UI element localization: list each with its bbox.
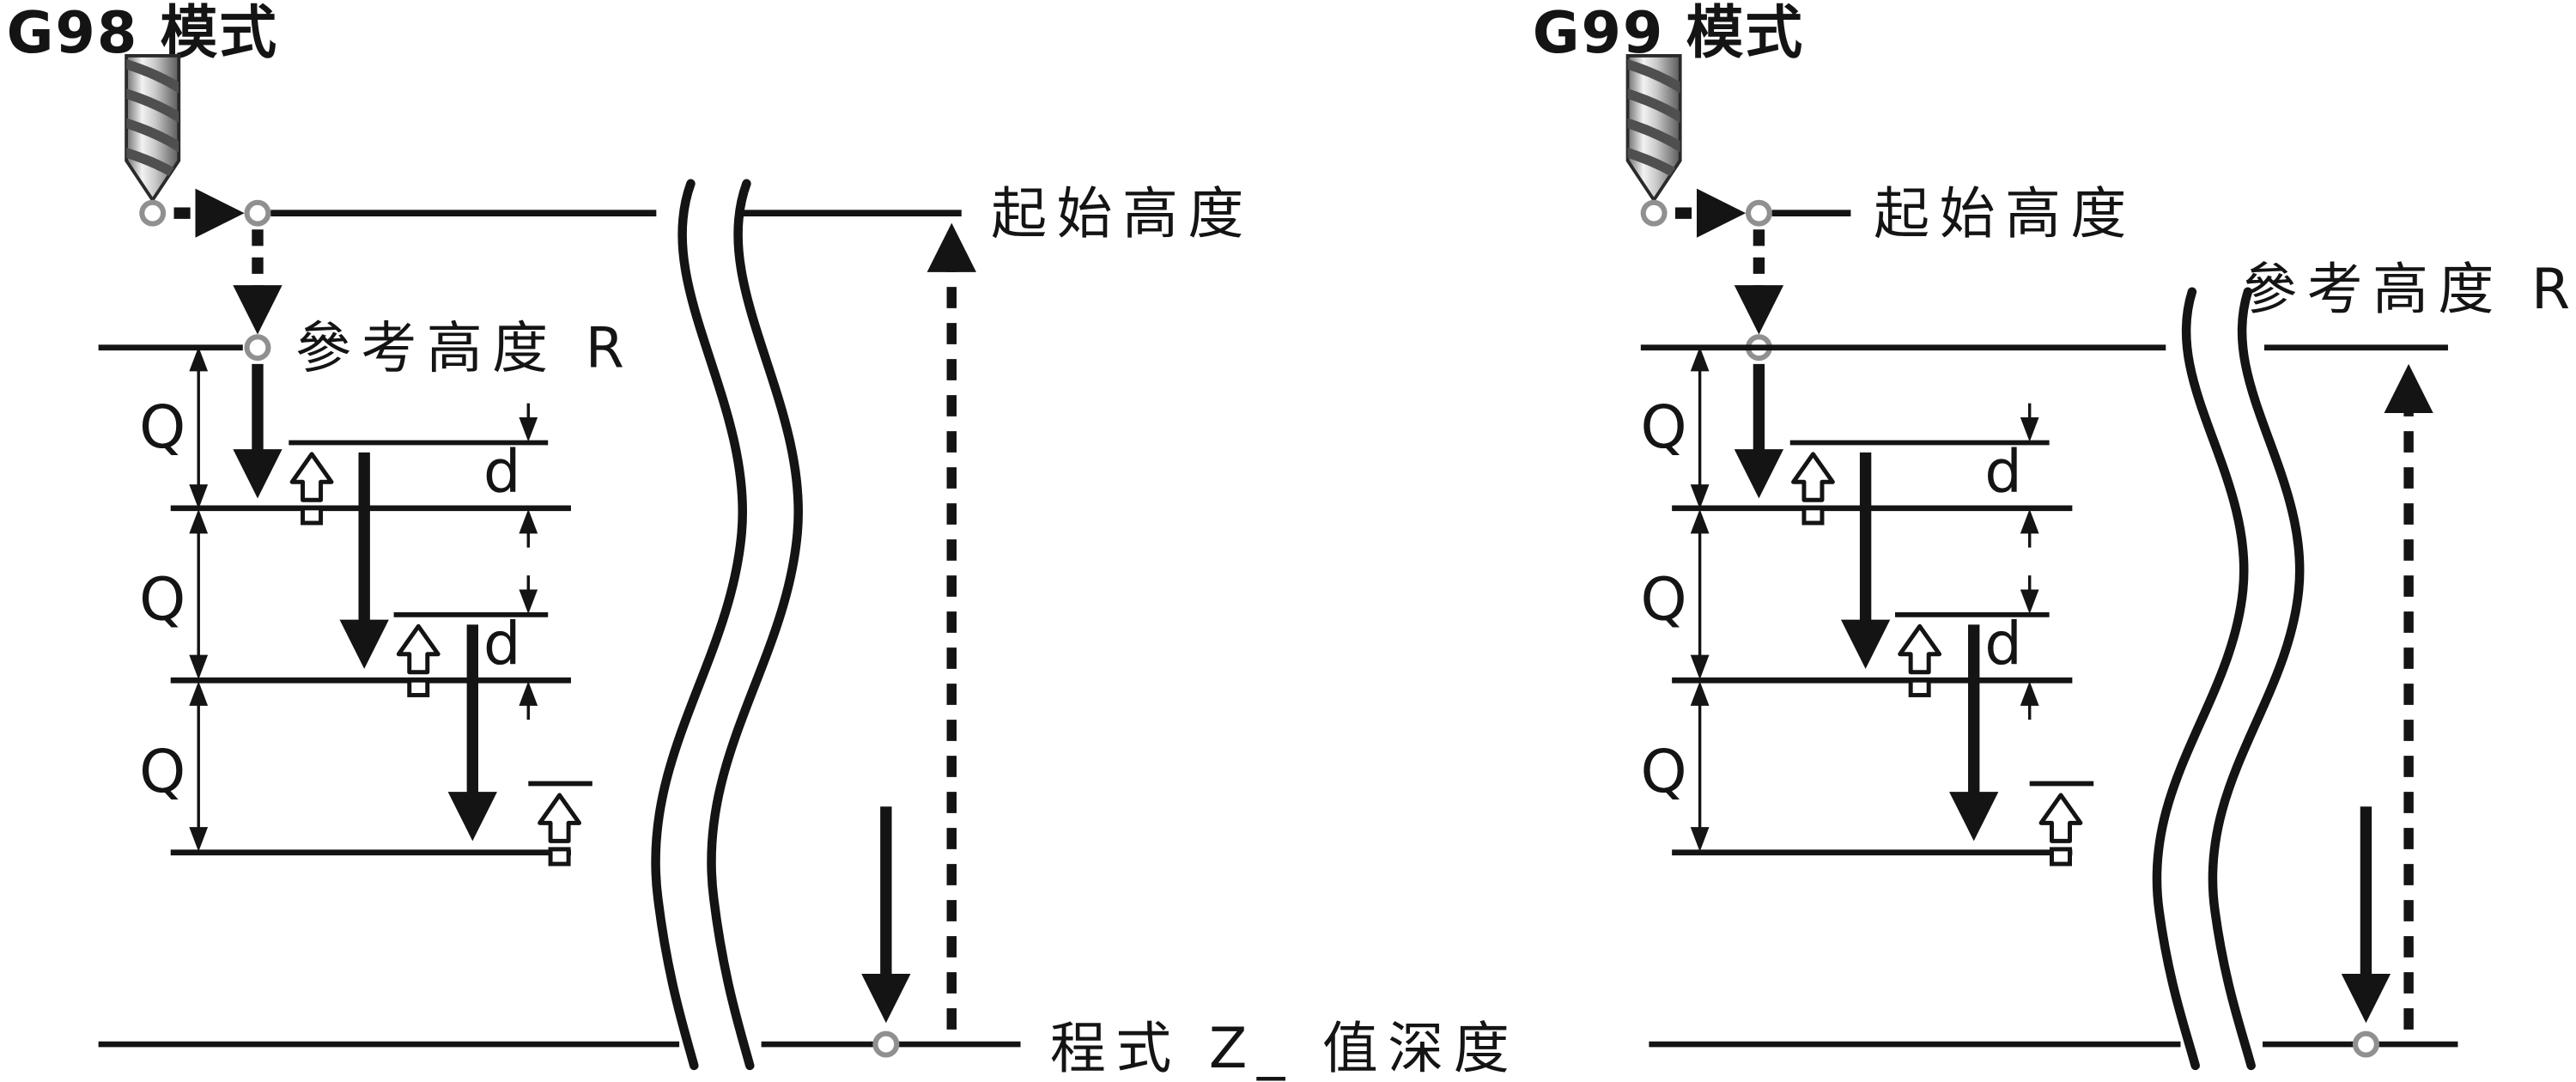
reference-point [244,334,271,362]
start-point [1745,199,1772,227]
drill-tip-point [1640,199,1668,227]
reference-height-label: 參考高度 R [295,317,634,381]
q3-label: Q [139,738,185,806]
q1-label: Q [1641,393,1687,462]
start-height-label: 起始高度 [1874,182,2136,246]
d2-label: d [1984,610,2022,678]
start-height-label: 起始高度 [991,182,1254,246]
break-line-1 [2152,287,2249,1071]
d1-label: d [1984,438,2022,507]
q2-label: Q [139,566,185,635]
start-point [244,199,271,227]
q3-label: Q [1641,738,1687,806]
break-line-2 [707,179,803,1071]
q1-label: Q [139,393,185,462]
retract-up-arrow-2 [1900,626,1940,695]
break-line-1 [651,179,747,1071]
retract-up-arrow-1 [292,454,331,523]
d1-label: d [483,438,521,507]
z-depth-label: 程式 Z_ 值深度 [1050,1017,1519,1081]
retract-up-arrow-2 [398,626,438,695]
drill-bit-icon [119,56,185,200]
break-line-2 [2208,287,2305,1071]
diagram-g98: G98 模式 起始高度 參考高度 R Q Q Q [7,0,1519,1081]
retract-up-arrow-1 [1794,454,1833,523]
drill-bit-icon [1621,56,1686,200]
q2-label: Q [1641,566,1687,635]
z-depth-point [872,1030,900,1058]
drill-tip-point [139,199,167,227]
reference-height-label: 參考高度 R [2241,258,2576,322]
d2-label: d [483,610,521,678]
z-depth-point [2352,1030,2379,1058]
diagram-g99: G99 模式 起始高度 參考高度 R Q Q Q [1533,0,2576,1071]
